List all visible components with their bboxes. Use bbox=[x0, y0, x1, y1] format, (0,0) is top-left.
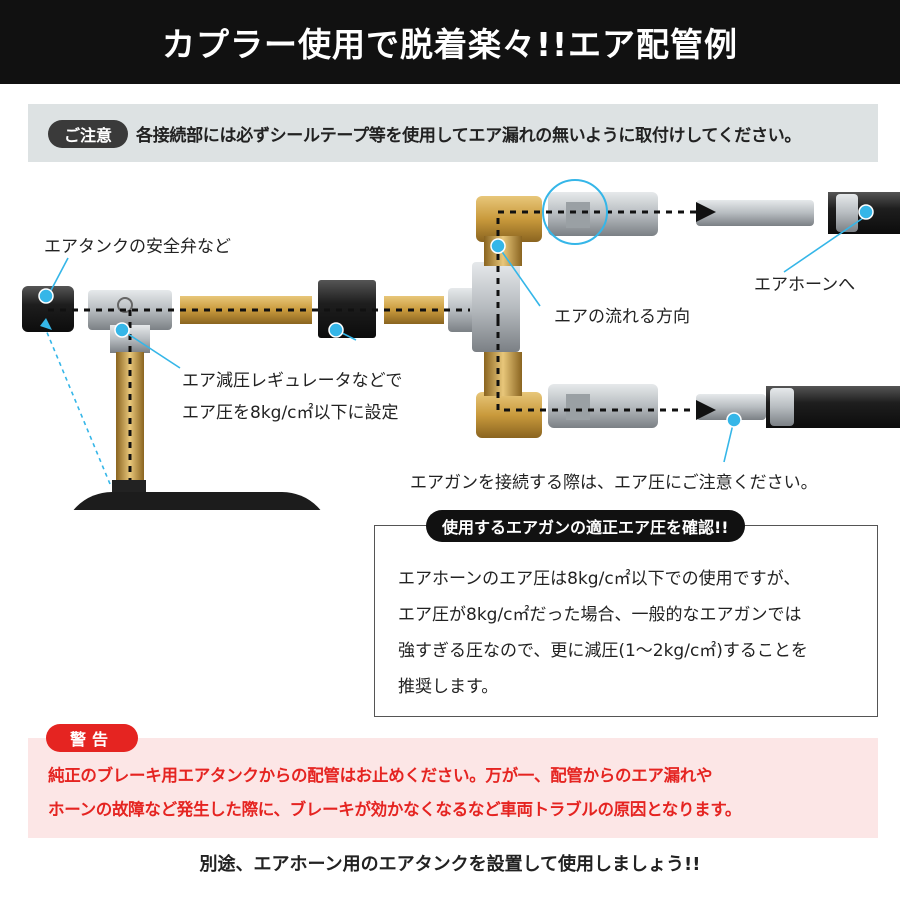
page-title: カプラー使用で脱着楽々!!エア配管例 bbox=[0, 0, 900, 84]
pointer-dots bbox=[38, 204, 874, 428]
upper-plug bbox=[696, 200, 814, 226]
footer-text: 別途、エアホーン用のエアタンクを設置して使用しましょう!! bbox=[199, 854, 701, 875]
upper-elbow bbox=[476, 196, 542, 242]
lower-elbow bbox=[476, 392, 542, 438]
regulator-label-line2: エア圧を8kg/c㎡以下に設定 bbox=[182, 403, 399, 423]
check-line: エア圧が8kg/c㎡だった場合、一般的なエアガンでは bbox=[398, 605, 802, 625]
flow-arrow-up bbox=[696, 202, 716, 222]
regulator-label-line1: エア減圧レギュレータなどで bbox=[182, 371, 403, 391]
check-line: 推奨します。 bbox=[398, 677, 499, 697]
caution-banner bbox=[28, 104, 878, 162]
caution-text: 各接続部には必ずシールテープ等を使用してエア漏れの無いように取付けしてください。 bbox=[136, 126, 802, 146]
air-tank bbox=[73, 492, 321, 510]
warning-line: 純正のブレーキ用エアタンクからの配管はお止めください。万が一、配管からのエア漏れ… bbox=[48, 766, 713, 785]
lower-coupler bbox=[548, 384, 658, 428]
warning-banner bbox=[28, 738, 878, 838]
check-box bbox=[374, 525, 878, 717]
air-gun-note: エアガンを接続する際は、エア圧にご注意ください。 bbox=[410, 473, 818, 493]
flow-arrow-down bbox=[696, 400, 716, 420]
air-horn-label: エアホーンへ bbox=[754, 275, 856, 295]
air-tank-label: エアタンク bbox=[116, 532, 206, 553]
check-title: 使用するエアガンの適正エア圧を確認!! bbox=[426, 510, 745, 542]
safety-valve-label: エアタンクの安全弁など bbox=[44, 237, 231, 257]
lower-plug bbox=[696, 394, 766, 420]
seal-point-highlight bbox=[542, 179, 608, 245]
warning-badge: 警告 bbox=[46, 724, 138, 752]
air-flow-line bbox=[48, 210, 700, 490]
flow-direction-label: エアの流れる方向 bbox=[554, 307, 690, 327]
piping-diagram bbox=[22, 179, 900, 510]
caution-badge: ご注意 bbox=[48, 120, 128, 148]
check-line: 強すぎる圧なので、更に減圧(1〜2kg/c㎡)することを bbox=[398, 641, 808, 661]
warning-line: ホーンの故障など発生した際に、ブレーキが効かなくなるなど車両トラブルの原因となり… bbox=[48, 800, 742, 819]
check-line: エアホーンのエア圧は8kg/c㎡以下での使用ですが、 bbox=[398, 569, 801, 589]
